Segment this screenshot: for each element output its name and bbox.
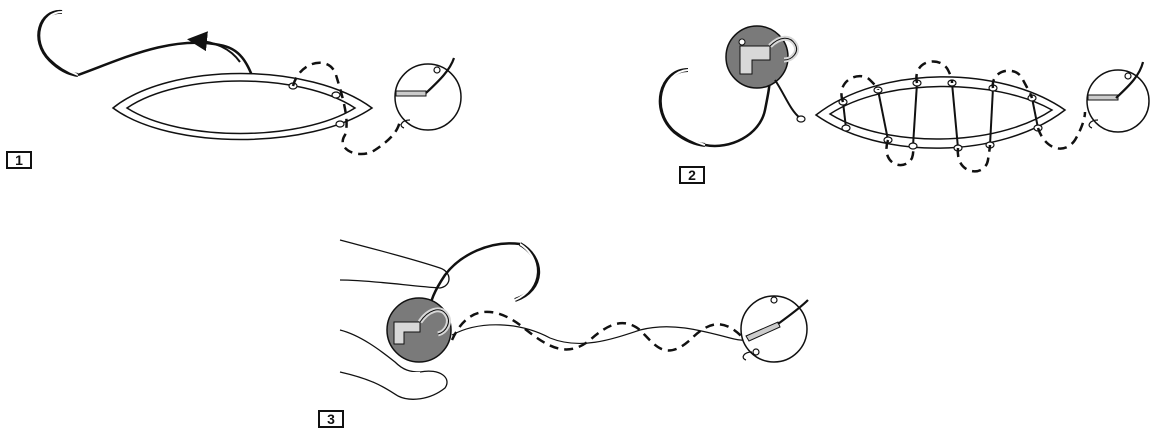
step-2-needle xyxy=(658,68,706,147)
step-2-dashed-loops xyxy=(840,60,1087,173)
step-1-label: 1 xyxy=(6,151,32,169)
step-3-fingers xyxy=(339,239,450,400)
step-3-panel xyxy=(339,239,809,400)
step-1-panel xyxy=(37,9,462,156)
step-1-arrow xyxy=(187,31,241,63)
step-2-label: 2 xyxy=(679,166,705,184)
step-1-dashed-loop xyxy=(291,61,402,156)
step-2-stitches xyxy=(842,82,1039,149)
step-1-anchor-circle xyxy=(394,57,462,131)
step-1-wound-inner xyxy=(125,80,357,135)
step-3-label: 3 xyxy=(318,410,344,428)
step-3-knot-ball xyxy=(386,297,452,363)
step-2-panel xyxy=(658,25,1150,173)
step-3-wave-dashed xyxy=(450,310,746,352)
step-1-needle xyxy=(37,9,79,77)
step-3-anchor-circle xyxy=(740,295,809,363)
step-2-knot-ball xyxy=(725,25,800,89)
step-2-anchor-circle xyxy=(1086,61,1150,133)
step-3-wave-solid xyxy=(451,324,757,345)
